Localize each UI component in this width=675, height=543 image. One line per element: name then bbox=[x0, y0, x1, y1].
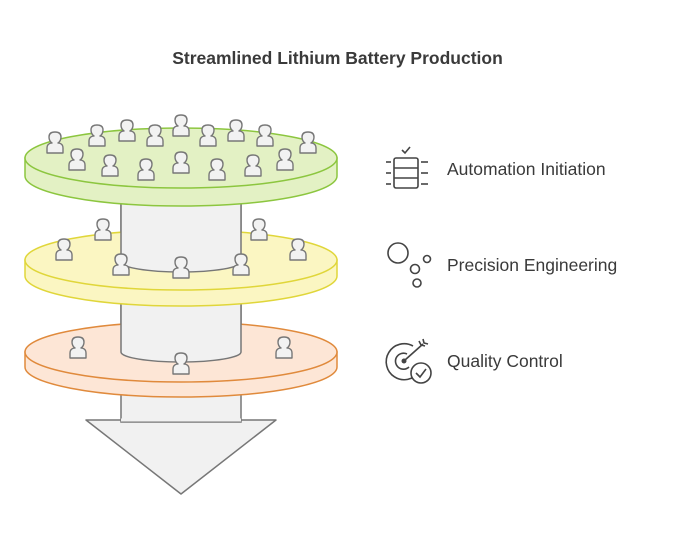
circles-icon bbox=[387, 242, 432, 288]
stage-label-automation-initiation: Automation Initiation bbox=[447, 159, 606, 179]
diagram-title: Streamlined Lithium Battery Production bbox=[172, 48, 503, 68]
arrow-head bbox=[85, 419, 277, 495]
stage-label-precision-engineering: Precision Engineering bbox=[447, 255, 618, 275]
server-rack-icon bbox=[386, 146, 428, 189]
target-check-icon bbox=[385, 338, 432, 384]
stage-label-quality-control: Quality Control bbox=[447, 351, 563, 371]
